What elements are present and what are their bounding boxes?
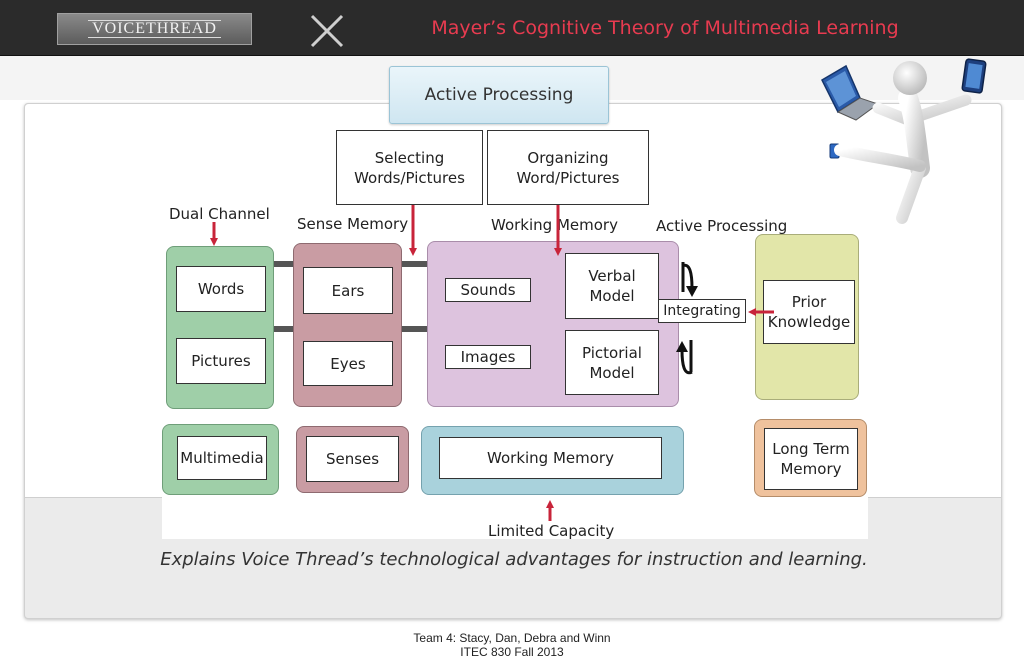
words-box: Words bbox=[176, 266, 266, 312]
cycle-arrow-icon bbox=[681, 262, 698, 297]
sense-memory-label: Sense Memory bbox=[297, 215, 409, 233]
active-processing-tab: Active Processing bbox=[389, 66, 609, 124]
images-box: Images bbox=[445, 345, 531, 369]
voicethread-logo[interactable]: VOICETHREAD bbox=[57, 13, 252, 45]
ears-box: Ears bbox=[303, 267, 393, 314]
slide-title: Mayer’s Cognitive Theory of Multimedia L… bbox=[431, 17, 899, 39]
verbal-model-box: Verbal Model bbox=[565, 253, 659, 319]
stick-figure-illustration bbox=[821, 58, 987, 224]
connector-bar bbox=[271, 261, 297, 267]
tablet-icon bbox=[961, 58, 987, 94]
slide-caption: Explains Voice Thread’s technological ad… bbox=[160, 549, 868, 570]
brand-text: VOICETHREAD bbox=[88, 20, 221, 38]
sounds-box: Sounds bbox=[445, 278, 531, 302]
connector-bar bbox=[271, 326, 297, 332]
senses-box: Senses bbox=[306, 436, 399, 482]
integrating-box: Integrating bbox=[658, 299, 746, 323]
limited-capacity-label: Limited Capacity bbox=[488, 522, 615, 540]
pictorial-model-box: Pictorial Model bbox=[565, 330, 659, 395]
cycle-arrow-icon bbox=[676, 340, 693, 375]
connector-bar bbox=[399, 326, 431, 332]
connector-bar bbox=[399, 261, 431, 267]
selecting-box: Selecting Words/Pictures bbox=[336, 130, 483, 205]
multimedia-box: Multimedia bbox=[177, 436, 267, 480]
laptop-icon bbox=[821, 64, 880, 121]
working-memory-label: Working Memory bbox=[491, 216, 618, 234]
pictures-box: Pictures bbox=[176, 338, 266, 384]
prior-knowledge-box: Prior Knowledge bbox=[763, 280, 855, 344]
dual-channel-label: Dual Channel bbox=[169, 205, 270, 223]
long-term-memory-box: Long Term Memory bbox=[764, 428, 858, 490]
footer-team: Team 4: Stacy, Dan, Debra and Winn bbox=[413, 631, 611, 645]
organizing-box: Organizing Word/Pictures bbox=[487, 130, 649, 205]
diagram-bottom-area bbox=[162, 497, 868, 539]
eyes-box: Eyes bbox=[303, 341, 393, 386]
working-memory-box: Working Memory bbox=[439, 437, 662, 479]
active-processing-label: Active Processing bbox=[656, 217, 788, 235]
footer-course: ITEC 830 Fall 2013 bbox=[460, 645, 564, 659]
close-x-icon[interactable] bbox=[309, 13, 345, 49]
